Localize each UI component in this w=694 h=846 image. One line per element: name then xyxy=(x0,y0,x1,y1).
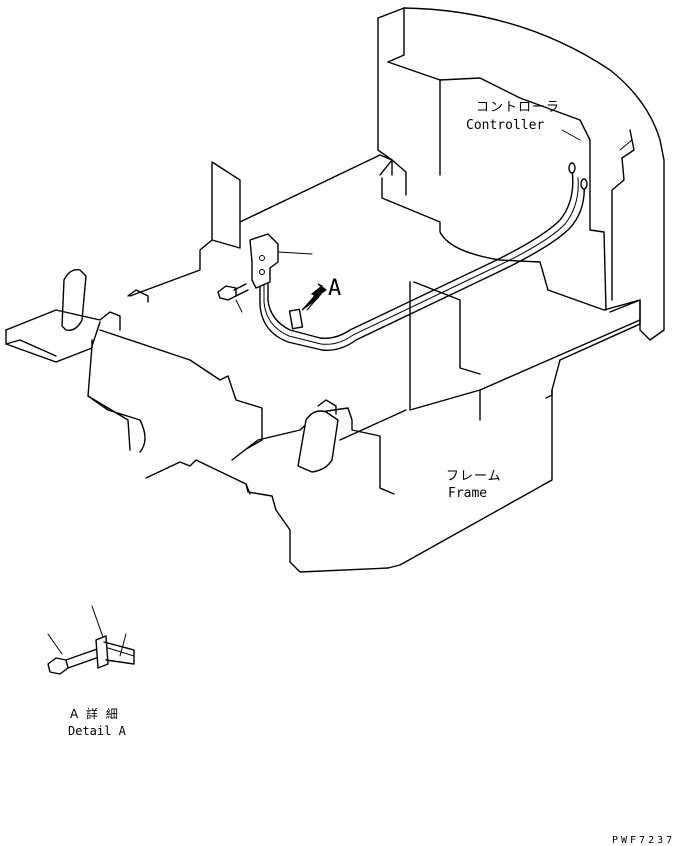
bolt xyxy=(217,283,249,313)
view-arrow-label: A xyxy=(328,276,341,301)
controller-housing xyxy=(377,7,665,341)
detail-label-jp: A 詳 細 xyxy=(70,706,120,721)
front-cover xyxy=(87,321,395,573)
controller-label-en: Controller xyxy=(466,118,544,133)
detail-label-en: Detail A xyxy=(68,724,127,738)
connector-bracket xyxy=(249,233,313,289)
drawing-code: PWF7237 xyxy=(612,835,675,846)
frame-label-jp: フレーム xyxy=(446,469,502,484)
right-pedal xyxy=(297,399,339,473)
left-pedal xyxy=(5,269,149,363)
controller-label-jp: コントローラ xyxy=(476,100,560,115)
frame-label-en: Frame xyxy=(448,486,487,501)
cable-harness xyxy=(259,162,588,351)
floor-frame xyxy=(129,154,641,569)
detail-a-view xyxy=(47,605,135,675)
view-arrow-a xyxy=(301,283,328,311)
